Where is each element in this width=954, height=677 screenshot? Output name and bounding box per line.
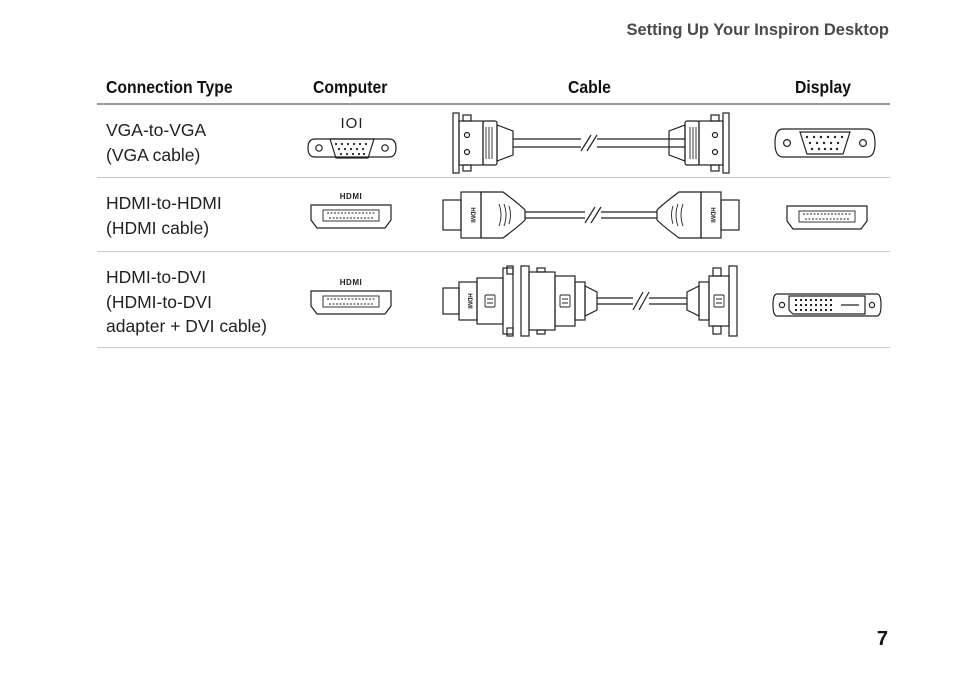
hdmi-port-label: HDMI [340,192,362,201]
column-header-computer: Computer [313,77,388,97]
connection-type-cell: HDMI-to-DVI (HDMI-to-DVI adapter + DVI c… [106,265,267,339]
connection-type-line: (HDMI-to-DVI [106,291,212,312]
connection-type-line: adapter + DVI cable) [106,316,267,336]
connection-type-line: VGA-to-VGA [106,120,207,140]
connection-type-line: HDMI-to-DVI [106,267,207,287]
vga-port-icon [774,128,876,158]
table-row: VGA-to-VGA (VGA cable) IOI [97,105,890,178]
hdmi-port-icon [786,205,868,230]
connection-type-cell: HDMI-to-HDMI (HDMI cable) [106,191,222,240]
svg-text:HDMI: HDMI [466,293,472,309]
svg-text:HDMI: HDMI [469,207,475,223]
connection-type-line: (VGA cable) [106,144,201,165]
hdmi-cable-icon: HDMI HDMI [442,191,740,239]
svg-text:HDMI: HDMI [709,207,715,223]
column-header-cable: Cable [568,77,611,97]
hdmi-port-label: HDMI [340,278,362,287]
hdmi-to-dvi-cable-icon: HDMI [442,265,738,337]
running-head: Setting Up Your Inspiron Desktop [626,21,890,39]
hdmi-port-icon: HDMI [310,278,392,315]
vga-port-label: IOI [340,115,363,132]
connection-table: Connection Type Computer Cable Display V… [97,70,890,348]
hdmi-port-icon: HDMI [310,192,392,229]
dvi-port-icon [772,293,882,317]
connection-type-cell: VGA-to-VGA (VGA cable) [106,118,206,167]
column-header-connection-type: Connection Type [106,77,233,97]
vga-cable-icon [452,112,730,174]
table-header: Connection Type Computer Cable Display [97,70,890,105]
table-row: HDMI-to-DVI (HDMI-to-DVI adapter + DVI c… [97,252,890,348]
connection-type-line: (HDMI cable) [106,217,210,238]
connection-type-line: HDMI-to-HDMI [106,193,222,213]
table-row: HDMI-to-HDMI (HDMI cable) HDMI HDMI HDMI [97,178,890,252]
column-header-display: Display [795,77,852,97]
page-number: 7 [876,628,888,650]
vga-port-icon: IOI [307,115,397,159]
